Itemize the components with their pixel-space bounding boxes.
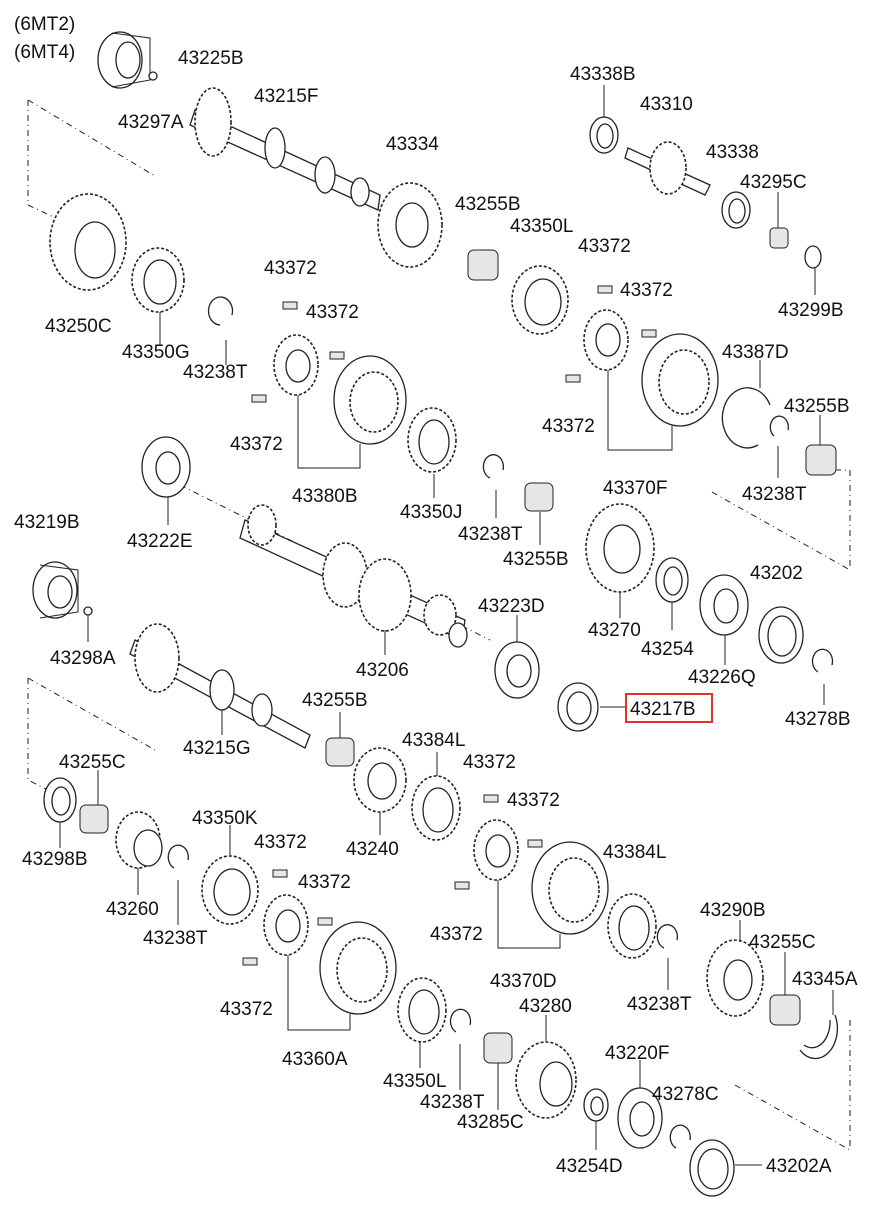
- part-label: 43372: [220, 999, 273, 1020]
- part-label: 43299B: [778, 300, 844, 321]
- part-label: 43387D: [722, 342, 789, 363]
- part-label: 43350J: [400, 502, 462, 523]
- part-label: 43360A: [282, 1049, 348, 1070]
- part-label: 43372: [264, 258, 317, 279]
- part-label: 43226Q: [688, 667, 756, 688]
- part-label: 43384L: [402, 730, 465, 751]
- part-label: 43270: [588, 620, 641, 641]
- part-label: 43370D: [490, 971, 557, 992]
- part-label: 43206: [356, 660, 409, 681]
- part-label: 43372: [620, 280, 673, 301]
- part-label: 43215F: [254, 86, 318, 107]
- part-label: 43298A: [50, 648, 116, 669]
- part-label: 43310: [640, 94, 693, 115]
- part-label: 43298B: [22, 849, 88, 870]
- part-label: 43372: [578, 236, 631, 257]
- part-label: 43384L: [603, 842, 666, 863]
- part-label: 43255B: [784, 396, 850, 417]
- part-label: 43255B: [455, 194, 521, 215]
- part-label: 43295C: [740, 172, 807, 193]
- part-label: 43238T: [143, 928, 208, 949]
- part-label: 43222E: [127, 531, 193, 552]
- part-label: 43278B: [785, 709, 851, 730]
- part-label: 43372: [230, 434, 283, 455]
- part-label: 43225B: [178, 48, 244, 69]
- part-label: 43372: [463, 752, 516, 773]
- part-drawings: [32, 31, 839, 1197]
- part-label: 43255B: [503, 549, 569, 570]
- part-label: 43202A: [766, 1156, 832, 1177]
- part-label: 43334: [386, 134, 439, 155]
- part-label: 43372: [298, 872, 351, 893]
- part-label: 43297A: [118, 112, 184, 133]
- variant-note: (6MT4): [14, 42, 75, 63]
- part-label: 43285C: [457, 1112, 524, 1133]
- part-label: 43238T: [420, 1092, 485, 1113]
- part-label: 43370F: [603, 478, 667, 499]
- part-label: 43350L: [383, 1071, 446, 1092]
- part-label: 43255B: [302, 690, 368, 711]
- part-label: 43238T: [742, 484, 807, 505]
- part-label: 43350L: [510, 216, 573, 237]
- part-label: 43255C: [59, 752, 126, 773]
- part-label: 43238T: [458, 524, 523, 545]
- part-label: 43223D: [478, 596, 545, 617]
- part-label: 43240: [346, 839, 399, 860]
- part-label: 43202: [750, 563, 803, 584]
- part-label: 43254: [641, 639, 694, 660]
- highlighted-part-label[interactable]: 43217B: [630, 699, 696, 720]
- part-label: 43338B: [570, 64, 636, 85]
- part-label: 43278C: [652, 1084, 719, 1105]
- part-label: 43290B: [700, 900, 766, 921]
- part-labels: 43225B 43297A 43215F 43334 43255B 43350L…: [14, 48, 858, 1177]
- part-label: 43238T: [183, 362, 248, 383]
- part-label: 43219B: [14, 512, 80, 533]
- part-label: 43350G: [122, 342, 190, 363]
- part-label: 43372: [507, 790, 560, 811]
- part-label: 43280: [519, 996, 572, 1017]
- part-label: 43350K: [192, 808, 258, 829]
- highlight-box: [625, 693, 713, 723]
- part-label: 43380B: [292, 486, 358, 507]
- part-label: 43345A: [792, 969, 858, 990]
- part-label: 43215G: [183, 738, 251, 759]
- part-label: 43338: [706, 142, 759, 163]
- part-label: 43250C: [45, 316, 112, 337]
- variant-note: (6MT2): [14, 14, 75, 35]
- part-label: 43372: [254, 832, 307, 853]
- part-label: 43238T: [627, 994, 692, 1015]
- part-label: 43372: [542, 416, 595, 437]
- part-label: 43220F: [605, 1043, 669, 1064]
- part-label: 43372: [306, 302, 359, 323]
- part-label: 43260: [106, 899, 159, 920]
- part-label: 43254D: [556, 1156, 623, 1177]
- part-label: 43255C: [749, 932, 816, 953]
- part-label: 43372: [430, 924, 483, 945]
